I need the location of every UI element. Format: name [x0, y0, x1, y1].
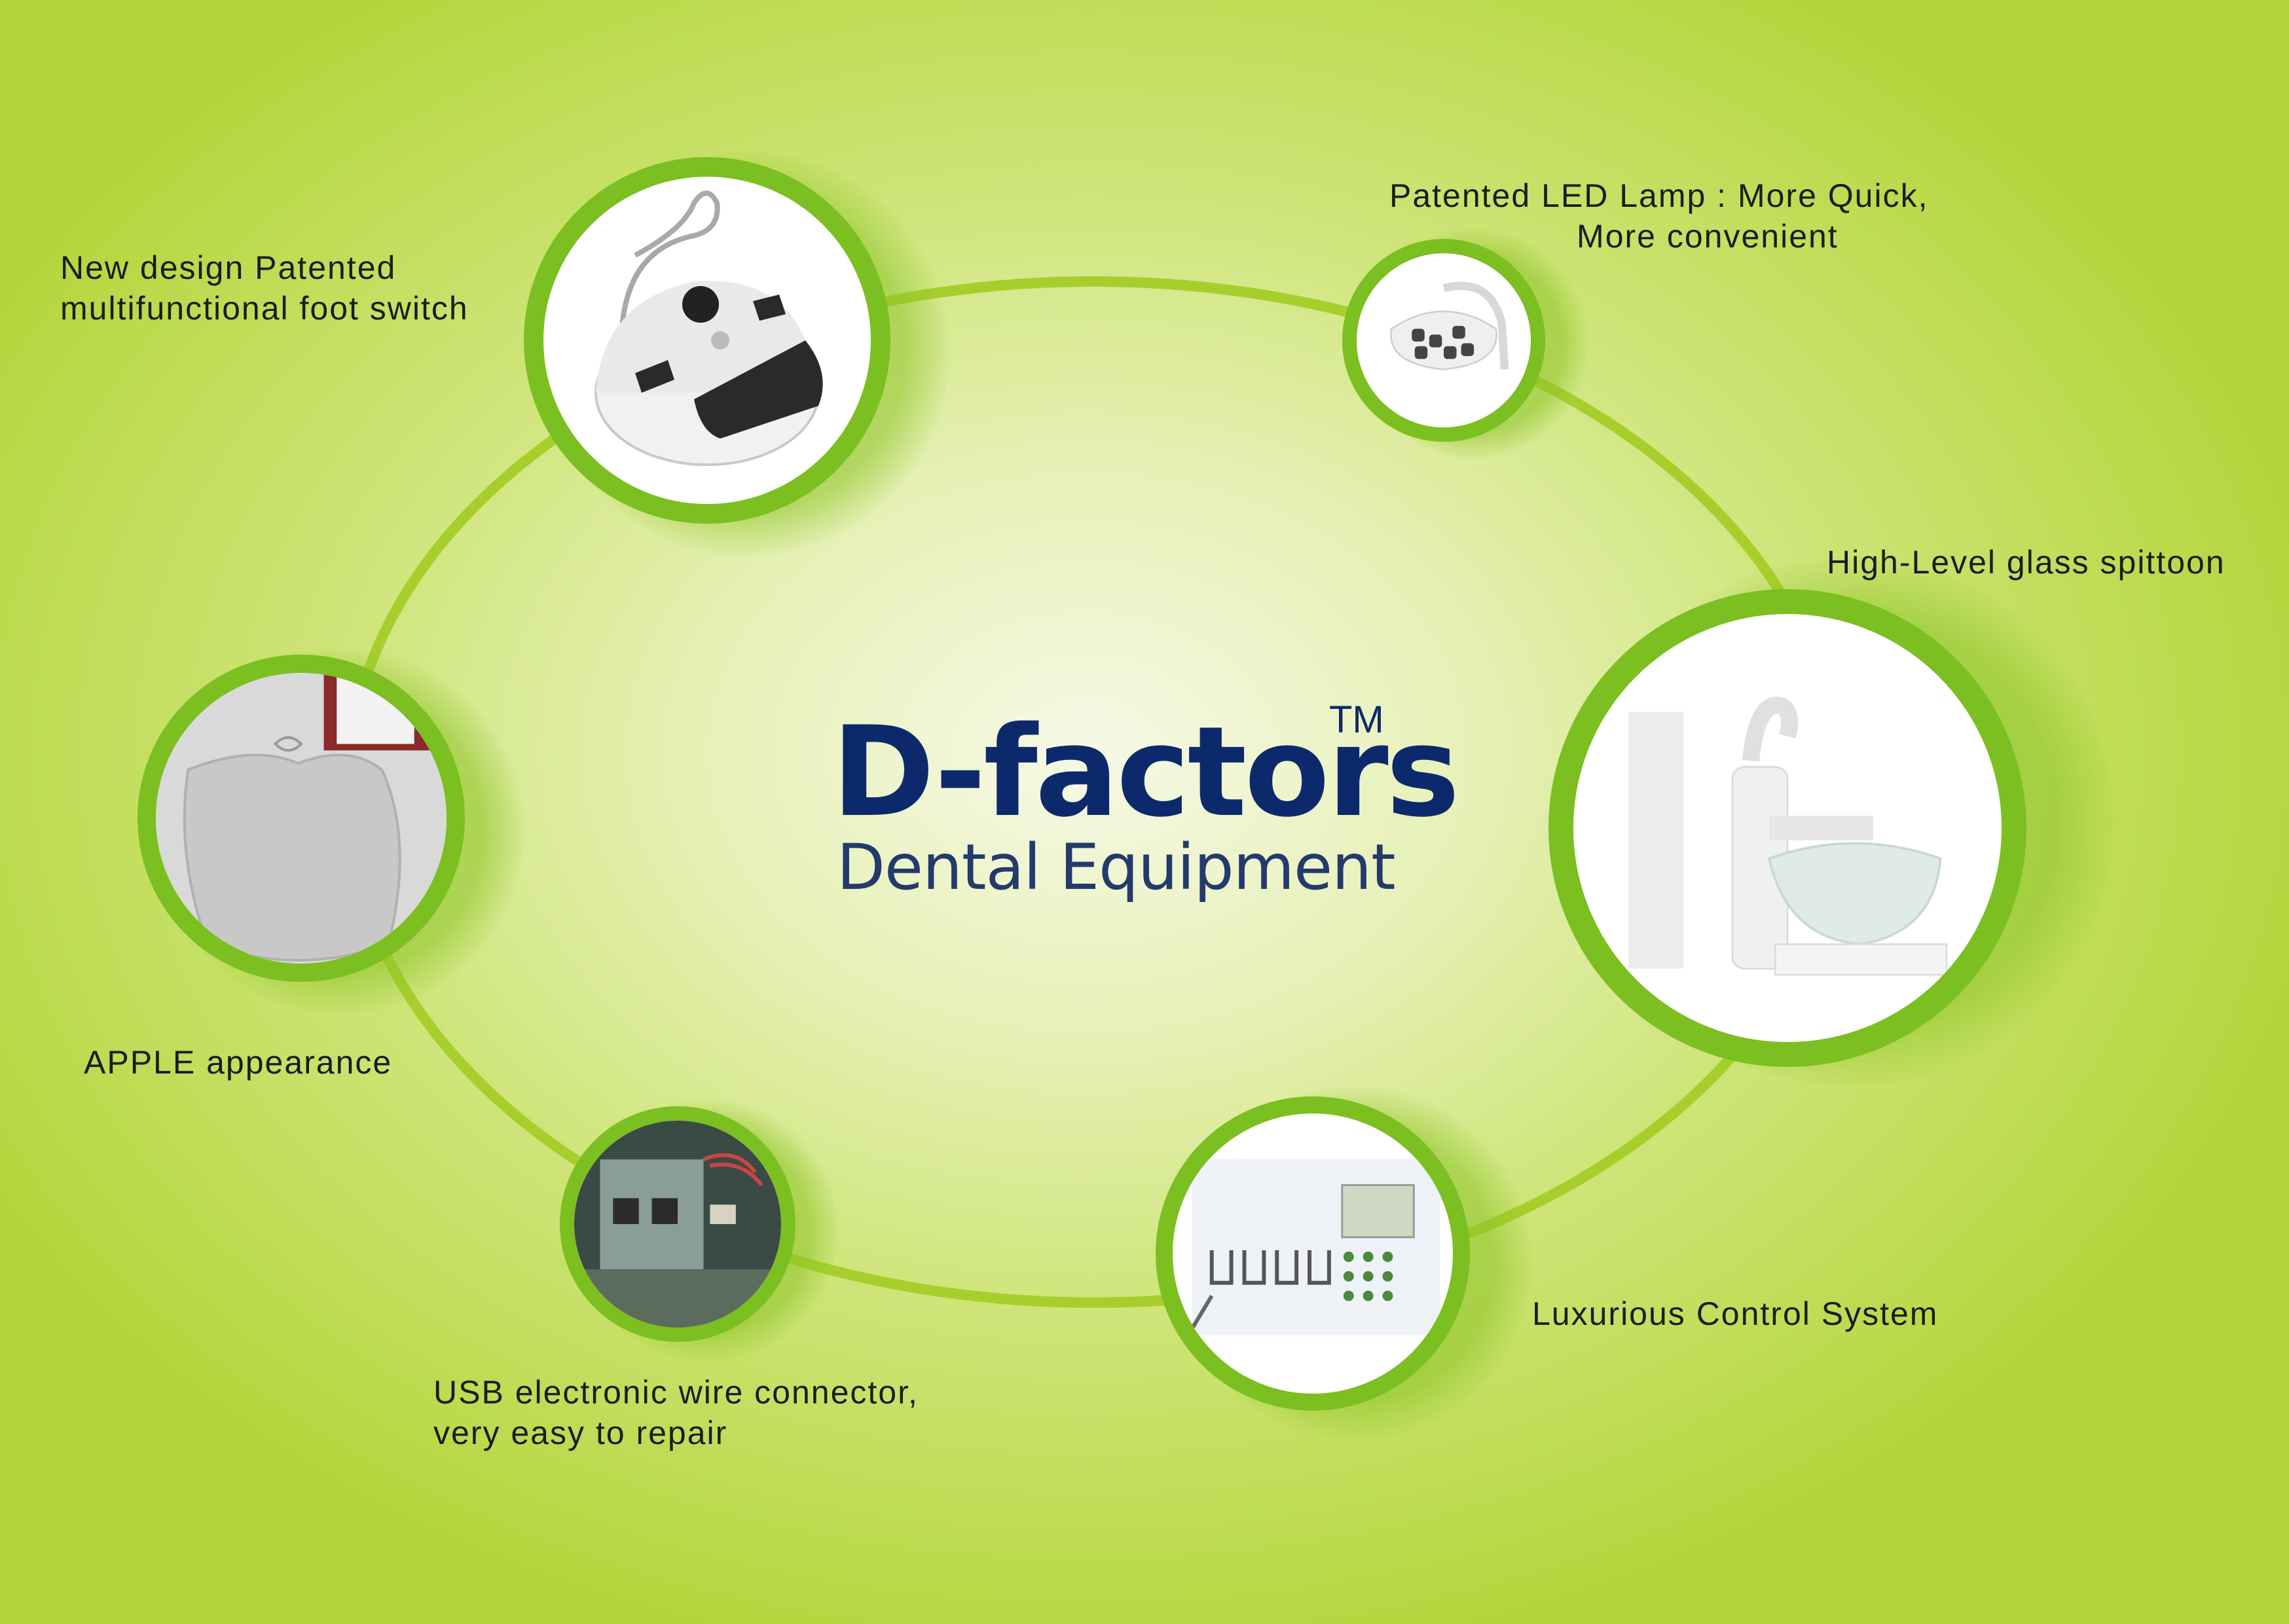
- led-lamp-icon: [1342, 239, 1545, 442]
- foot-switch-icon: [524, 157, 890, 524]
- feature-label: Luxurious Control System: [1532, 1295, 1939, 1332]
- trademark-mark: TM: [1329, 698, 1384, 741]
- feature-label: High-Level glass spittoon: [1827, 544, 2225, 581]
- brand-tagline: Dental Equipment: [837, 831, 1396, 904]
- feature-label: New design Patented multifunctional foot…: [60, 249, 469, 327]
- apple-panel-icon: [137, 655, 465, 982]
- usb-connector-icon: [560, 1106, 796, 1342]
- glass-spittoon-icon: [1548, 589, 2026, 1067]
- feature-label: USB electronic wire connector, very easy…: [433, 1374, 919, 1451]
- control-panel-icon: [1156, 1096, 1470, 1411]
- feature-label: APPLE appearance: [84, 1044, 393, 1081]
- brand-name: D-factors: [832, 700, 1460, 844]
- feature-label: Patented LED Lamp : More Quick, More con…: [1389, 177, 1929, 255]
